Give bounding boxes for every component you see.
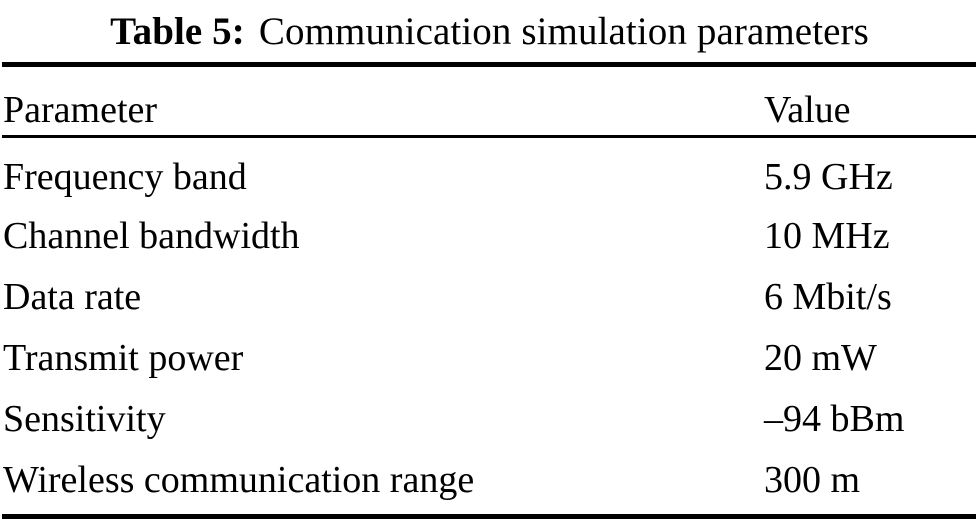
parameters-table-wrapper: Parameter Value Frequency band 5.9 GHz <box>2 67 976 501</box>
row-parameter-text: Data rate <box>3 276 142 318</box>
row-parameter-text: Channel bandwidth <box>3 215 300 257</box>
row-value-text: 5.9 GHz <box>764 156 893 198</box>
column-header-parameter: Parameter <box>2 67 763 135</box>
row-value-text: 6 Mbit/s <box>764 276 892 318</box>
table-row: Sensitivity –94 bBm <box>2 379 976 440</box>
row-value-cell: –94 bBm <box>763 379 976 440</box>
row-value-text: 300 m <box>764 459 861 501</box>
table-top-rule <box>2 62 976 67</box>
table-bottom-rule <box>2 514 976 519</box>
table-row: Channel bandwidth 10 MHz <box>2 196 976 257</box>
table-header-rule <box>2 135 976 138</box>
row-parameter-text: Wireless communication range <box>3 459 475 501</box>
row-value-cell: 10 MHz <box>763 196 976 257</box>
row-parameter-cell: Data rate <box>2 257 763 318</box>
column-header-value: Value <box>763 67 976 135</box>
table-body: Frequency band 5.9 GHz Channel bandwidth… <box>2 135 976 501</box>
row-value-cell: 300 m <box>763 440 976 501</box>
row-parameter-text: Transmit power <box>3 337 244 379</box>
table-row: Data rate 6 Mbit/s <box>2 257 976 318</box>
column-header-value-label: Value <box>764 89 851 131</box>
row-value-text: 20 mW <box>764 337 877 379</box>
table-row: Wireless communication range 300 m <box>2 440 976 501</box>
row-value-cell: 6 Mbit/s <box>763 257 976 318</box>
column-header-parameter-label: Parameter <box>3 89 158 131</box>
caption-label: Table 5: <box>110 9 245 53</box>
row-value-cell: 5.9 GHz <box>763 135 976 196</box>
row-parameter-cell: Channel bandwidth <box>2 196 763 257</box>
table-row: Frequency band 5.9 GHz <box>2 135 976 196</box>
row-parameter-cell: Wireless communication range <box>2 440 763 501</box>
caption-text: Communication simulation parameters <box>258 9 869 53</box>
row-parameter-cell: Sensitivity <box>2 379 763 440</box>
table-row: Transmit power 20 mW <box>2 318 976 379</box>
row-parameter-cell: Transmit power <box>2 318 763 379</box>
row-value-cell: 20 mW <box>763 318 976 379</box>
parameters-table: Parameter Value Frequency band 5.9 GHz <box>2 67 976 501</box>
table-header-row: Parameter Value <box>2 67 976 135</box>
row-value-text: 10 MHz <box>764 215 890 257</box>
row-parameter-text: Sensitivity <box>3 398 166 440</box>
table-caption: Table 5: Communication simulation parame… <box>0 0 979 62</box>
row-parameter-text: Frequency band <box>3 156 247 198</box>
row-value-text: –94 bBm <box>764 398 905 440</box>
row-parameter-cell: Frequency band <box>2 135 763 196</box>
